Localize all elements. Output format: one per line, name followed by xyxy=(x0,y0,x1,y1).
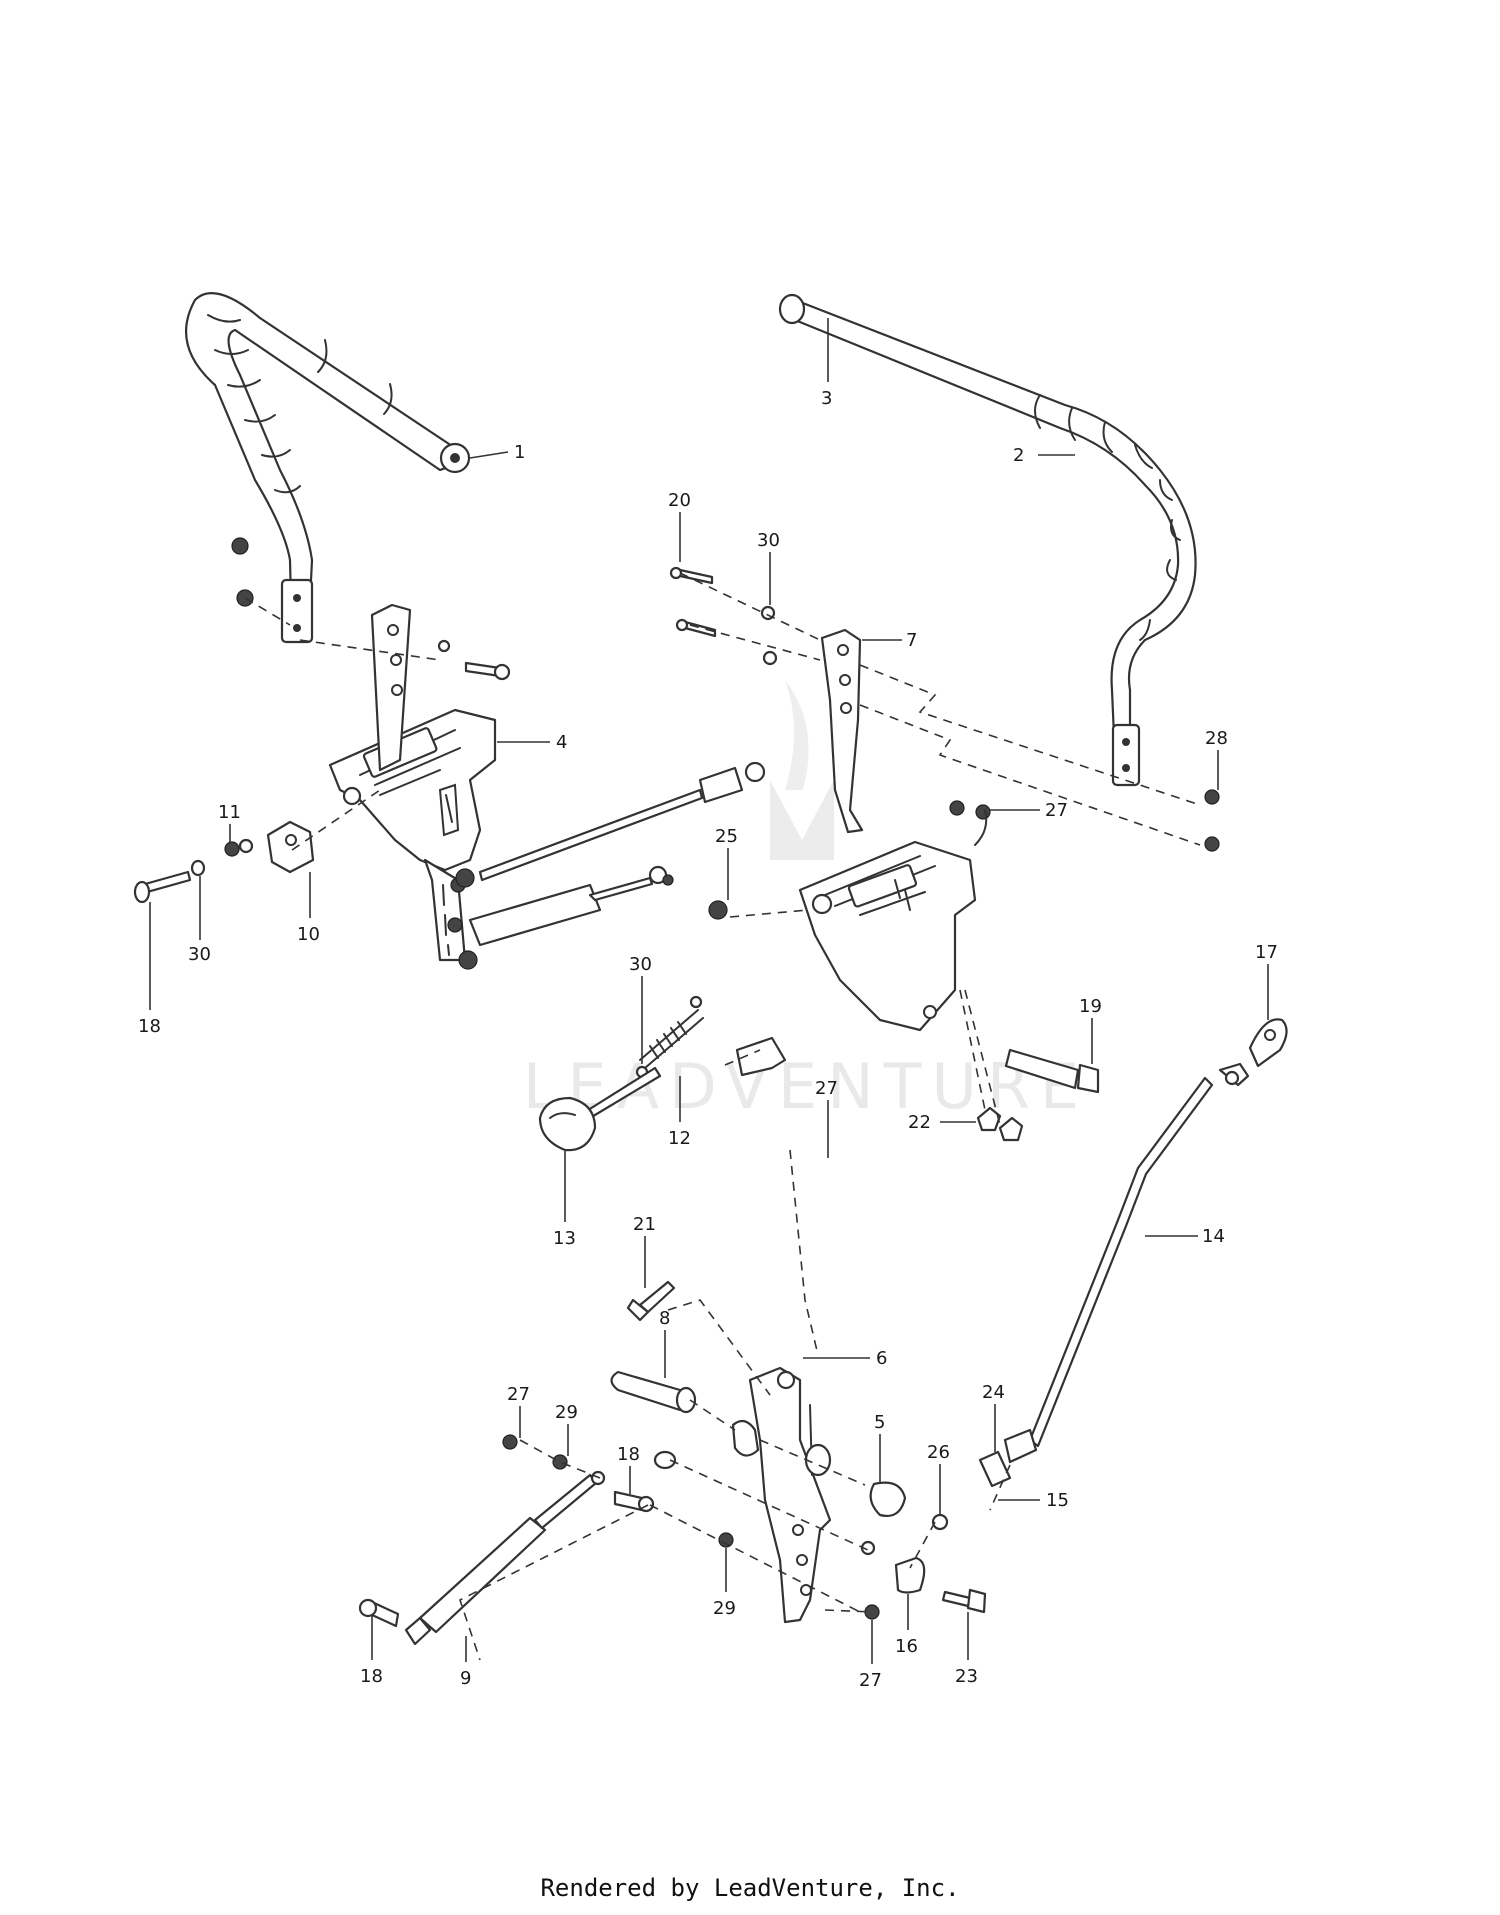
callout-7: 7 xyxy=(906,630,917,651)
callout-4: 4 xyxy=(556,732,567,753)
callout-2: 2 xyxy=(1013,445,1024,466)
callout-11: 11 xyxy=(218,802,241,823)
part-7-lever xyxy=(669,566,1220,852)
callout-21: 21 xyxy=(633,1214,656,1235)
callout-22: 22 xyxy=(908,1112,931,1133)
callout-26: 26 xyxy=(927,1442,950,1463)
callout-20: 20 xyxy=(668,490,691,511)
callout-1: 1 xyxy=(514,442,525,463)
callout-9: 9 xyxy=(460,1668,471,1689)
callout-17: 17 xyxy=(1255,942,1278,963)
left-hardware xyxy=(133,537,511,904)
callout-15: 15 xyxy=(1046,1490,1069,1511)
callout-29-mid: 29 xyxy=(713,1598,736,1619)
part-2-right-handle xyxy=(778,293,1197,787)
callout-8: 8 xyxy=(659,1308,670,1329)
callout-29-lower: 29 xyxy=(555,1402,578,1423)
callout-18-lower: 18 xyxy=(360,1666,383,1687)
assembly-lines xyxy=(244,572,1201,1661)
callout-18-mid: 18 xyxy=(617,1444,640,1465)
watermark-text: LEADVENTURE xyxy=(523,1050,1089,1123)
callout-13: 13 xyxy=(553,1228,576,1249)
callout-3: 3 xyxy=(821,388,832,409)
callout-23: 23 xyxy=(955,1666,978,1687)
callout-30: 30 xyxy=(757,530,780,551)
callout-14: 14 xyxy=(1202,1226,1225,1247)
linkage-rod xyxy=(931,1018,1288,1531)
callout-25: 25 xyxy=(715,826,738,847)
callout-12: 12 xyxy=(668,1128,691,1149)
callout-5: 5 xyxy=(874,1412,885,1433)
callout-27-top: 27 xyxy=(1045,800,1068,821)
right-bracket xyxy=(708,800,1100,1142)
callouts: 1 3 2 20 30 7 28 27 4 11 10 30 18 25 17 … xyxy=(138,318,1278,1691)
callout-30-mid: 30 xyxy=(629,954,652,975)
part-1-left-handle xyxy=(184,292,471,644)
callout-28: 28 xyxy=(1205,728,1228,749)
callout-27-bottom: 27 xyxy=(859,1670,882,1691)
callout-27-lower: 27 xyxy=(507,1384,530,1405)
callout-30-left: 30 xyxy=(188,944,211,965)
callout-10: 10 xyxy=(297,924,320,945)
callout-18-left: 18 xyxy=(138,1016,161,1037)
part-9-gas-strut xyxy=(358,1434,655,1646)
callout-19: 19 xyxy=(1079,996,1102,1017)
callout-6: 6 xyxy=(876,1348,887,1369)
callout-16: 16 xyxy=(895,1636,918,1657)
footer-credit: Rendered by LeadVenture, Inc. xyxy=(540,1874,960,1902)
knob-and-spring xyxy=(538,995,787,1152)
callout-27-mid: 27 xyxy=(815,1078,838,1099)
part-6-lower-lever xyxy=(610,1280,987,1624)
callout-24: 24 xyxy=(982,1382,1005,1403)
part-4-left-bracket-assembly xyxy=(328,603,766,970)
